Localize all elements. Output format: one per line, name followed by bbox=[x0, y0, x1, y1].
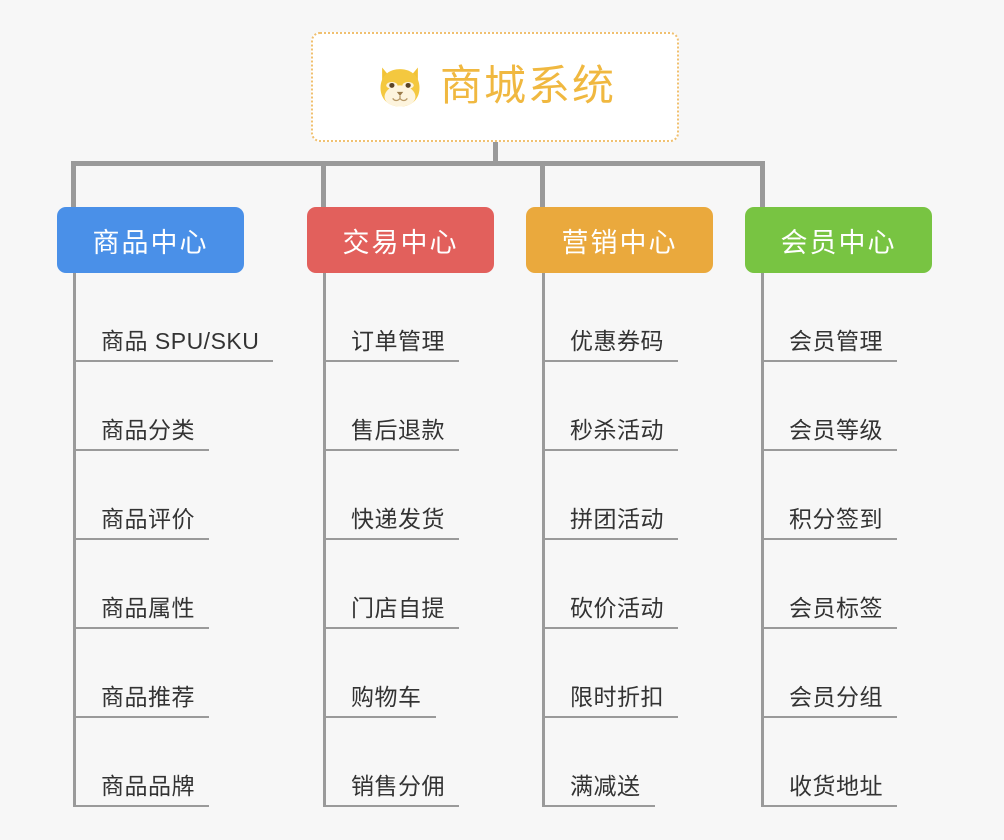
list-item[interactable]: 满减送 bbox=[526, 718, 731, 807]
branch-column-4: 会员中心 会员管理 会员等级 积分签到 会员标签 会员分组 收货地址 bbox=[745, 207, 950, 807]
branch-spine-1 bbox=[73, 273, 76, 807]
list-item-label: 收货地址 bbox=[789, 773, 883, 799]
list-item-label: 限时折扣 bbox=[570, 684, 664, 710]
branch-header-4[interactable]: 会员中心 bbox=[745, 207, 932, 273]
list-item-label: 销售分佣 bbox=[351, 773, 445, 799]
list-item[interactable]: 会员管理 bbox=[745, 273, 950, 362]
branch-items-3: 优惠券码 秒杀活动 拼团活动 砍价活动 限时折扣 满减送 bbox=[526, 273, 731, 807]
list-item[interactable]: 商品分类 bbox=[57, 362, 262, 451]
list-item-label: 商品评价 bbox=[101, 506, 195, 532]
list-item[interactable]: 商品推荐 bbox=[57, 629, 262, 718]
connector-drop-1 bbox=[71, 161, 76, 207]
list-item-label: 订单管理 bbox=[351, 328, 445, 354]
branch-header-3[interactable]: 营销中心 bbox=[526, 207, 713, 273]
branch-column-2: 交易中心 订单管理 售后退款 快递发货 门店自提 购物车 销售分佣 bbox=[307, 207, 512, 807]
branch-items-4: 会员管理 会员等级 积分签到 会员标签 会员分组 收货地址 bbox=[745, 273, 950, 807]
shiba-dog-face-icon bbox=[380, 67, 420, 107]
branch-header-label-1: 商品中心 bbox=[92, 227, 209, 258]
list-item[interactable]: 商品属性 bbox=[57, 540, 262, 629]
list-item-label: 满减送 bbox=[570, 773, 641, 799]
list-item[interactable]: 订单管理 bbox=[307, 273, 512, 362]
list-item[interactable]: 售后退款 bbox=[307, 362, 512, 451]
branch-spine-4 bbox=[761, 273, 764, 807]
list-item[interactable]: 门店自提 bbox=[307, 540, 512, 629]
list-item-label: 优惠券码 bbox=[570, 328, 664, 354]
list-item[interactable]: 拼团活动 bbox=[526, 451, 731, 540]
list-item-label: 拼团活动 bbox=[570, 506, 664, 532]
branch-header-2[interactable]: 交易中心 bbox=[307, 207, 494, 273]
connector-bus bbox=[71, 161, 765, 166]
list-item-label: 售后退款 bbox=[351, 417, 445, 443]
list-item[interactable]: 限时折扣 bbox=[526, 629, 731, 718]
list-item-label: 商品 SPU/SKU bbox=[101, 328, 260, 354]
branch-spine-2 bbox=[323, 273, 326, 807]
list-item-label: 会员分组 bbox=[789, 684, 883, 710]
list-item-label: 会员管理 bbox=[789, 328, 883, 354]
list-item[interactable]: 商品 SPU/SKU bbox=[57, 273, 274, 362]
list-item-label: 砍价活动 bbox=[570, 595, 664, 621]
branch-spine-3 bbox=[542, 273, 545, 807]
connector-drop-2 bbox=[321, 161, 326, 207]
list-item-label: 积分签到 bbox=[789, 506, 883, 532]
list-item[interactable]: 快递发货 bbox=[307, 451, 512, 540]
root-title: 商城系统 bbox=[439, 62, 616, 109]
list-item[interactable]: 会员标签 bbox=[745, 540, 950, 629]
list-item[interactable]: 销售分佣 bbox=[307, 718, 512, 807]
branch-header-label-3: 营销中心 bbox=[561, 227, 678, 258]
branch-items-2: 订单管理 售后退款 快递发货 门店自提 购物车 销售分佣 bbox=[307, 273, 512, 807]
list-item-label: 会员等级 bbox=[789, 417, 883, 443]
list-item[interactable]: 购物车 bbox=[307, 629, 512, 718]
connector-drop-3 bbox=[540, 161, 545, 207]
list-item[interactable]: 秒杀活动 bbox=[526, 362, 731, 451]
list-item[interactable]: 商品品牌 bbox=[57, 718, 262, 807]
list-item[interactable]: 收货地址 bbox=[745, 718, 950, 807]
branch-column-3: 营销中心 优惠券码 秒杀活动 拼团活动 砍价活动 限时折扣 满减送 bbox=[526, 207, 731, 807]
list-item-label: 门店自提 bbox=[351, 595, 445, 621]
root-node[interactable]: 商城系统 bbox=[311, 32, 679, 142]
branch-header-label-4: 会员中心 bbox=[780, 227, 897, 258]
list-item[interactable]: 砍价活动 bbox=[526, 540, 731, 629]
list-item-label: 秒杀活动 bbox=[570, 417, 664, 443]
branch-header-label-2: 交易中心 bbox=[342, 227, 459, 258]
list-item[interactable]: 会员分组 bbox=[745, 629, 950, 718]
list-item[interactable]: 会员等级 bbox=[745, 362, 950, 451]
list-item-label: 商品推荐 bbox=[101, 684, 195, 710]
list-item[interactable]: 优惠券码 bbox=[526, 273, 731, 362]
connector-root-stem bbox=[493, 142, 498, 165]
list-item-label: 商品分类 bbox=[101, 417, 195, 443]
list-item[interactable]: 积分签到 bbox=[745, 451, 950, 540]
list-item-label: 商品品牌 bbox=[101, 773, 195, 799]
list-item-label: 商品属性 bbox=[101, 595, 195, 621]
list-item-label: 会员标签 bbox=[789, 595, 883, 621]
branch-items-1: 商品 SPU/SKU 商品分类 商品评价 商品属性 商品推荐 商品品牌 bbox=[57, 273, 274, 807]
list-item[interactable]: 商品评价 bbox=[57, 451, 262, 540]
connector-drop-4 bbox=[760, 161, 765, 207]
list-item-label: 购物车 bbox=[351, 684, 422, 710]
list-item-label: 快递发货 bbox=[351, 506, 445, 532]
branch-header-1[interactable]: 商品中心 bbox=[57, 207, 244, 273]
branch-column-1: 商品中心 商品 SPU/SKU 商品分类 商品评价 商品属性 商品推荐 商品品牌 bbox=[57, 207, 274, 807]
